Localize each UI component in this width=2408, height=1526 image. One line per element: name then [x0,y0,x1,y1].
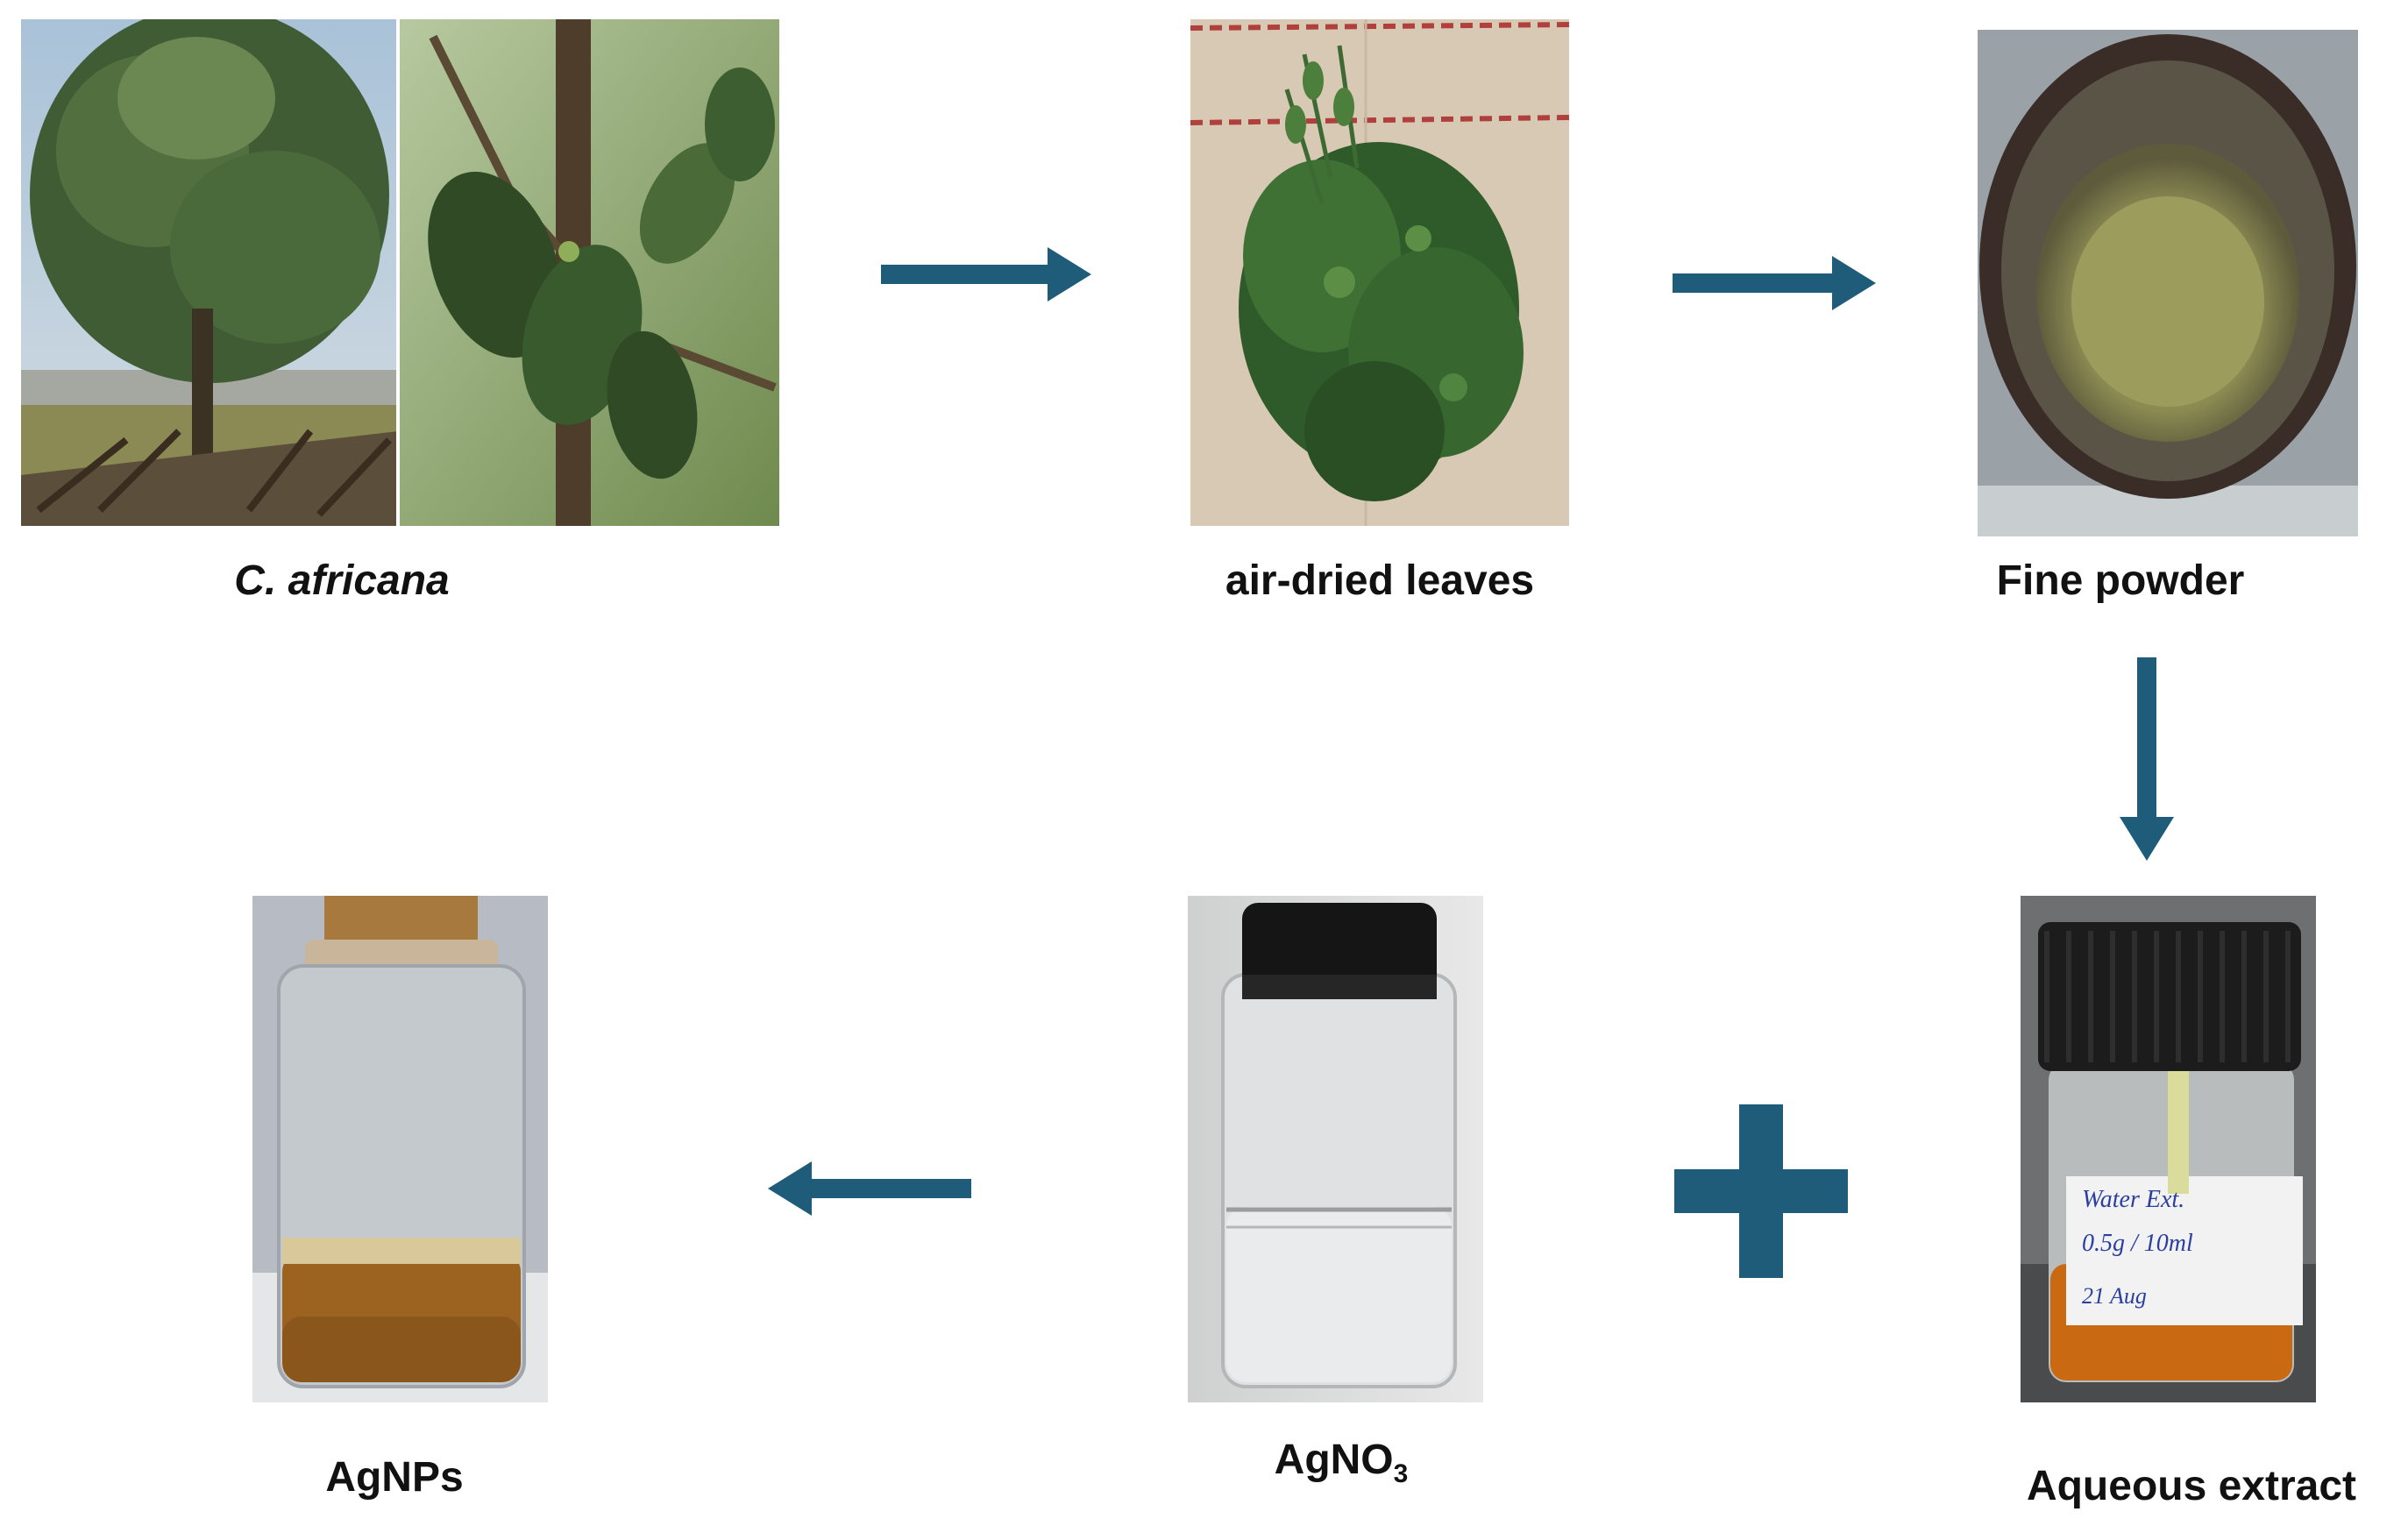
label-agnps: AgNPs [298,1453,491,1501]
arrow-down-icon [2120,657,2174,861]
arrow-left-icon [768,1161,971,1216]
label-plant: C. africana [219,557,465,605]
arrow-right-icon [1673,256,1876,310]
vial-label-line-2: 0.5g / 10ml [2082,1230,2193,1257]
agnps-photo [252,896,548,1402]
agnps-vial-image [252,896,548,1402]
label-powder-text: Fine powder [1996,557,2245,604]
arrow-right-icon [881,247,1091,302]
powder-image [1978,30,2358,536]
plant-photo [21,19,779,526]
dried-leaves-photo [1190,19,1569,526]
tree-leaves-image [21,19,779,526]
label-agno3-sub: 3 [1393,1459,1409,1488]
label-extract-text: Aqueous extract [2026,1463,2357,1509]
extract-vial-image: Water Ext. 0.5g / 10ml 21 Aug [2021,896,2316,1402]
label-dried: air-dried leaves [1161,557,1599,605]
label-plant-text: C. africana [234,557,450,604]
agno3-vial-image [1188,896,1483,1402]
label-agno3: AgNO3 [1210,1436,1473,1489]
powder-photo [1978,30,2358,536]
label-agno3-main: AgNO [1274,1437,1394,1483]
label-extract: Aqueous extract [1999,1462,2384,1510]
label-agnps-text: AgNPs [325,1454,464,1501]
label-powder: Fine powder [1976,557,2265,605]
agno3-photo [1188,896,1483,1402]
dried-leaves-image [1190,19,1569,526]
label-dried-text: air-dried leaves [1225,557,1535,604]
vial-label-line-3: 21 Aug [2082,1283,2147,1309]
vial-label-line-1: Water Ext. [2082,1186,2184,1213]
extract-photo: Water Ext. 0.5g / 10ml 21 Aug [2021,896,2316,1402]
plus-icon [1674,1104,1848,1278]
